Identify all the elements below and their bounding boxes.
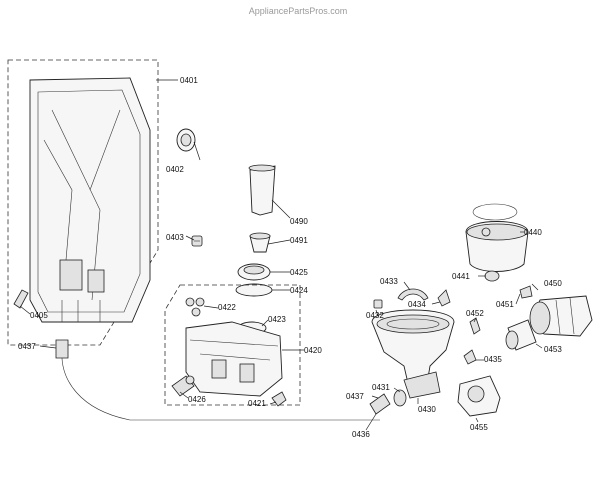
leader-lines <box>19 79 543 431</box>
label-0430: 0430 <box>418 405 436 414</box>
label-0431: 0431 <box>372 383 390 392</box>
clip-0452[interactable] <box>469 317 481 335</box>
label-0450: 0450 <box>544 279 562 288</box>
label-0455: 0455 <box>470 423 488 432</box>
label-0423: 0423 <box>268 315 286 324</box>
water-tank[interactable] <box>29 77 151 323</box>
label-0437-left: 0437 <box>18 342 36 351</box>
pump-housing-0440[interactable] <box>465 203 529 272</box>
frame-0420 <box>164 284 301 406</box>
drain-pump-0455[interactable] <box>457 375 501 417</box>
label-0425: 0425 <box>290 268 308 277</box>
label-0402: 0402 <box>166 165 184 174</box>
hose-piece-0405[interactable] <box>13 289 29 309</box>
cap-0491[interactable] <box>249 232 271 253</box>
label-0435: 0435 <box>484 355 502 364</box>
hose-end-0437[interactable] <box>369 393 391 415</box>
label-0491: 0491 <box>290 236 308 245</box>
watermark: AppliancePartsPros.com <box>249 6 348 16</box>
valve-0426[interactable] <box>171 375 195 397</box>
label-0440: 0440 <box>524 228 542 237</box>
seal-0441[interactable] <box>484 270 500 282</box>
seal-ring-0402[interactable] <box>176 128 196 152</box>
water-softener-0420[interactable] <box>185 321 283 397</box>
seals-0422[interactable] <box>185 297 205 317</box>
label-0437-right: 0437 <box>346 392 364 401</box>
part-labels: 0401 0402 0403 0405 0437 0490 0491 0425 … <box>18 76 562 439</box>
clip-0434[interactable] <box>437 289 451 307</box>
clip-0451[interactable] <box>519 285 533 299</box>
label-0451: 0451 <box>496 300 514 309</box>
ring-0424[interactable] <box>235 283 273 297</box>
clip-0435[interactable] <box>463 349 477 365</box>
pump-motor-0450[interactable] <box>529 295 593 337</box>
label-0434: 0434 <box>408 300 426 309</box>
arc-0433[interactable] <box>397 288 429 301</box>
label-0490: 0490 <box>290 217 308 226</box>
label-0432: 0432 <box>366 311 384 320</box>
label-0436: 0436 <box>352 430 370 439</box>
label-0420: 0420 <box>304 346 322 355</box>
label-0424: 0424 <box>290 286 308 295</box>
label-0452: 0452 <box>466 309 484 318</box>
label-0421: 0421 <box>248 399 266 408</box>
label-0433: 0433 <box>380 277 398 286</box>
label-0453: 0453 <box>544 345 562 354</box>
seal-0425[interactable] <box>237 263 271 281</box>
label-0422: 0422 <box>218 303 236 312</box>
coupling-0431[interactable] <box>393 389 407 407</box>
connector-0453[interactable] <box>505 319 537 351</box>
label-0426: 0426 <box>188 395 206 404</box>
label-0401: 0401 <box>180 76 198 85</box>
label-0441: 0441 <box>452 272 470 281</box>
label-0405: 0405 <box>30 311 48 320</box>
sump-0430[interactable] <box>371 309 455 399</box>
clip-0421[interactable] <box>271 391 287 407</box>
screw-0403[interactable] <box>191 235 203 247</box>
drain-hose[interactable] <box>55 339 380 421</box>
screw-0432[interactable] <box>373 299 383 309</box>
funnel-0490[interactable] <box>248 164 276 216</box>
label-0403: 0403 <box>166 233 184 242</box>
